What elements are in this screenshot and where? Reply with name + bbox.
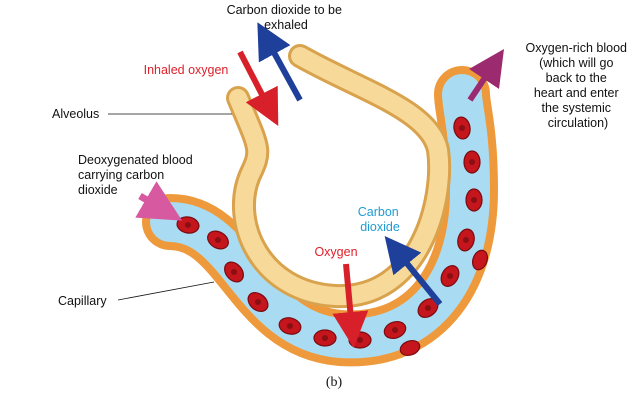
label-alveolus: Alveolus [52,107,99,121]
label-oxygen-rich-line: circulation) [548,116,608,130]
label-oxygen-rich-line: heart and enter [534,86,619,100]
label-oxygen-rich-line: Oxygen-rich blood [526,41,627,55]
label-carbon-dioxide-line: Carbon [358,205,399,219]
label-inhaled-oxygen: Inhaled oxygen [144,63,229,77]
label-deoxygenated-line: Deoxygenated blood [78,153,193,167]
capillary-leader-line [118,282,214,300]
label-oxygen-rich-line: back to the [546,71,607,85]
label-oxygen-rich-line: the systemic [542,101,611,115]
label-co2-exhaled-line: exhaled [264,18,308,32]
label-oxygen: Oxygen [314,245,357,259]
label-carbon-dioxide: Carbon dioxide [358,205,402,234]
label-deoxygenated-line: carrying carbon [78,168,164,182]
label-deoxygenated-line: dioxide [78,183,118,197]
label-oxygen-rich-blood: Oxygen-rich blood (which will go back to… [526,41,631,130]
figure-caption: (b) [326,375,343,390]
label-capillary: Capillary [58,294,107,308]
label-co2-exhaled: Carbon dioxide to be exhaled [227,3,346,32]
label-co2-exhaled-line: Carbon dioxide to be [227,3,342,17]
label-deoxygenated-blood: Deoxygenated blood carrying carbon dioxi… [78,153,196,197]
label-carbon-dioxide-line: dioxide [360,220,400,234]
label-oxygen-rich-line: (which will go [539,56,613,70]
